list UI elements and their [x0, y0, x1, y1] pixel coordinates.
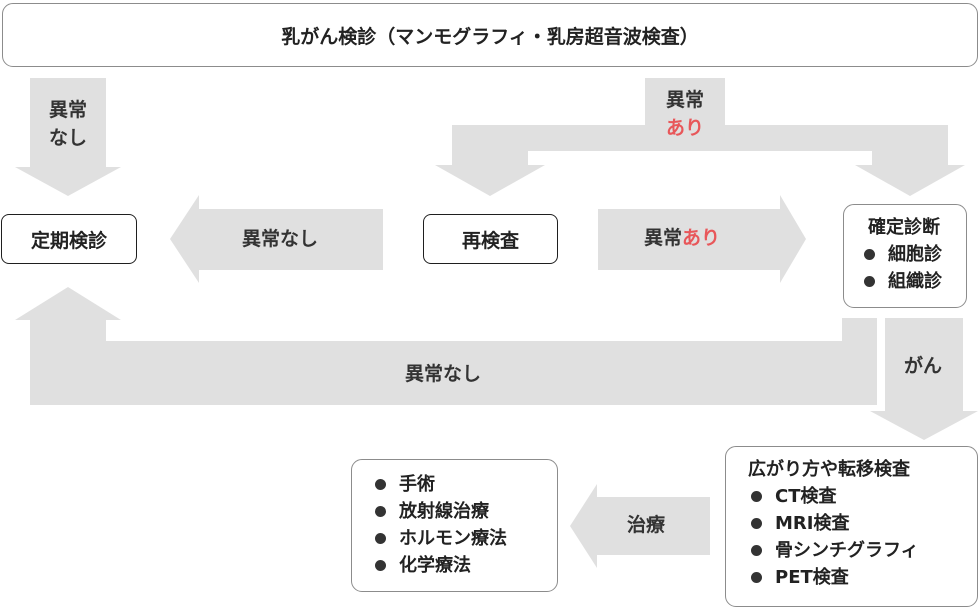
treatment-box: 手術 放射線治療 ホルモン療法 化学療法 [351, 459, 558, 592]
bullet-icon [864, 249, 875, 260]
label-abnormality-vertical: 異常 あり [665, 89, 704, 139]
regular-checkup-box: 定期検診 [1, 214, 137, 264]
bullet-icon [751, 572, 762, 583]
label-no-abnormality-vertical: 異常 なし [48, 99, 87, 149]
arrow-no-abnormality-down [15, 78, 121, 196]
diagnosis-title: 確定診断 [868, 217, 940, 238]
list-item: 組織診 [861, 268, 966, 295]
list-item: 放射線治療 [372, 498, 557, 525]
recheck-box: 再検査 [423, 214, 558, 264]
staging-box: 広がり方や転移検査 CT検査 MRI検査 骨シンチグラフィ PET検査 [725, 446, 978, 607]
staging-title: 広がり方や転移検査 [748, 459, 910, 480]
bullet-icon [375, 479, 386, 490]
list-item: ホルモン療法 [372, 525, 557, 552]
bullet-icon [751, 491, 762, 502]
arrow-cancer [870, 318, 978, 440]
arrow-diagnosis-no-abnormality [15, 287, 877, 405]
bullet-icon [375, 533, 386, 544]
arrow-recheck-no-abnormality [170, 195, 383, 283]
bullet-icon [375, 560, 386, 571]
bullet-icon [375, 506, 386, 517]
label-recheck-abnormality: 異常あり [644, 227, 721, 249]
diagnosis-box: 確定診断 細胞診 組織診 [843, 204, 967, 308]
list-item: 手術 [372, 471, 557, 498]
diagnosis-list: 細胞診 組織診 [861, 241, 966, 295]
screening-title: 乳がん検診（マンモグラフィ・乳房超音波検査） [281, 25, 699, 48]
recheck-label: 再検査 [461, 229, 519, 252]
list-item: 化学療法 [372, 552, 557, 579]
list-item: CT検査 [748, 483, 977, 510]
bullet-icon [751, 518, 762, 529]
treatment-list: 手術 放射線治療 ホルモン療法 化学療法 [372, 471, 557, 579]
list-item: 骨シンチグラフィ [748, 537, 977, 564]
regular-checkup-label: 定期検診 [30, 229, 107, 252]
arrow-abnormality-branch [435, 78, 965, 196]
arrow-recheck-abnormality [598, 195, 806, 283]
list-item: 細胞診 [861, 241, 966, 268]
list-item: PET検査 [748, 564, 977, 591]
label-treatment: 治療 [627, 514, 666, 536]
label-cancer: がん [904, 355, 943, 377]
screening-box: 乳がん検診（マンモグラフィ・乳房超音波検査） [2, 3, 978, 67]
arrow-treatment [570, 484, 710, 568]
staging-list: CT検査 MRI検査 骨シンチグラフィ PET検査 [748, 483, 977, 591]
list-item: MRI検査 [748, 510, 977, 537]
label-diagnosis-no-abnormality: 異常なし [405, 363, 482, 385]
bullet-icon [864, 276, 875, 287]
label-recheck-no-abnormality: 異常なし [242, 228, 319, 250]
bullet-icon [751, 545, 762, 556]
